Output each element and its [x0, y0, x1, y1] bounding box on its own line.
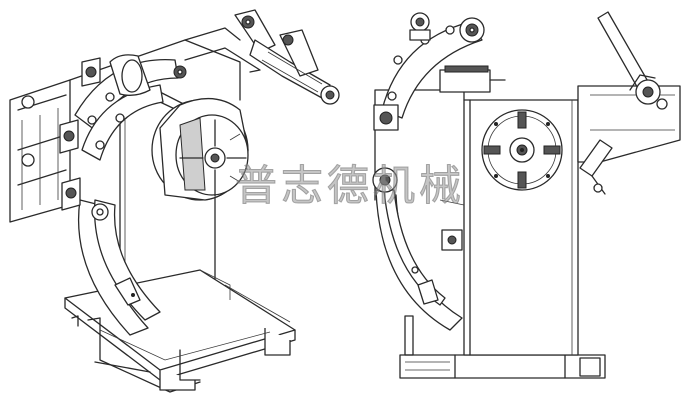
- front-curved-arm: [375, 21, 483, 331]
- front-press-rod: [597, 11, 668, 110]
- front-top-roller: [459, 17, 485, 43]
- bearing-blocks: [59, 57, 101, 211]
- isometric-decoiler-view: [9, 9, 340, 393]
- front-side-details: [439, 199, 465, 251]
- front-elevation-view: [372, 11, 681, 379]
- press-arm: [234, 9, 340, 105]
- front-strut: [579, 139, 613, 195]
- front-hubs: [372, 12, 431, 193]
- top-motor: [109, 54, 187, 96]
- reel-face: [481, 109, 563, 191]
- front-cylinder: [439, 65, 506, 93]
- lower-curved-arm: [77, 199, 161, 336]
- rear-frame: [9, 27, 261, 223]
- mandrel-drum: [151, 97, 249, 201]
- front-base: [399, 315, 606, 379]
